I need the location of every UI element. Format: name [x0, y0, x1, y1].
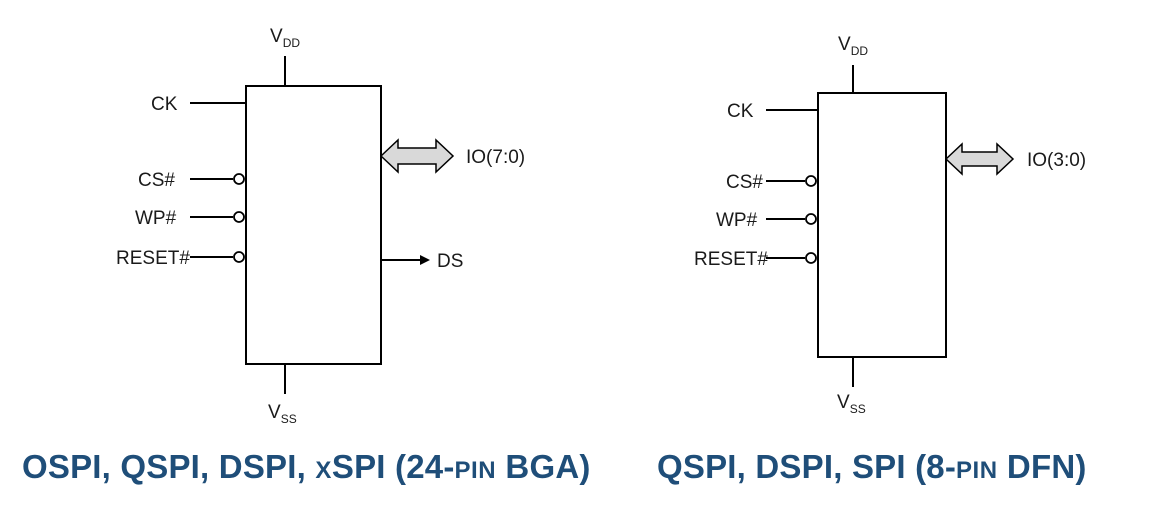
- left-chip-body: [245, 85, 382, 365]
- left-caption-smallcaps-x: X: [315, 457, 332, 484]
- left-io-label: IO(7:0): [466, 147, 525, 168]
- left-caption-part2: SPI (24-: [331, 448, 455, 485]
- right-ck-label: CK: [727, 101, 754, 122]
- left-caption: OSPI, QSPI, DSPI, XSPI (24-PIN BGA): [22, 448, 591, 486]
- right-caption: QSPI, DSPI, SPI (8-PIN DFN): [657, 448, 1087, 486]
- left-cs-inversion-bubble: [233, 173, 245, 185]
- left-vss-label: VSS: [268, 402, 297, 426]
- right-cs-inversion-bubble: [805, 175, 817, 187]
- left-ck-label: CK: [151, 94, 178, 115]
- left-cs-label: CS#: [138, 170, 175, 191]
- right-wp-label: WP#: [716, 210, 758, 231]
- left-reset-label: RESET#: [116, 248, 190, 269]
- right-wp-inversion-bubble: [805, 213, 817, 225]
- left-vdd-label: VDD: [270, 26, 300, 50]
- left-caption-smallcaps-pin: PIN: [454, 457, 497, 484]
- left-block: VDD VSS CK CS# WP# RESET# IO(7:0) DS: [116, 26, 525, 426]
- left-wp-label: WP#: [135, 208, 177, 229]
- right-vss-label: VSS: [837, 392, 866, 416]
- right-reset-inversion-bubble: [805, 252, 817, 264]
- right-io-bidirectional-arrow: [944, 142, 1015, 176]
- right-caption-smallcaps-pin: PIN: [956, 457, 998, 484]
- left-caption-part1: OSPI, QSPI, DSPI,: [22, 448, 316, 485]
- right-chip-body: [817, 92, 947, 358]
- left-ds-label: DS: [437, 251, 463, 272]
- left-caption-part3: BGA): [496, 448, 591, 485]
- right-vdd-label: VDD: [838, 34, 868, 58]
- right-block: VDD VSS CK CS# WP# RESET# IO(3:0): [694, 34, 1086, 416]
- right-caption-part2: DFN): [997, 448, 1087, 485]
- right-cs-label: CS#: [726, 172, 763, 193]
- left-ds-arrowhead: [420, 255, 430, 265]
- left-io-bidirectional-arrow: [379, 138, 455, 174]
- left-reset-inversion-bubble: [233, 251, 245, 263]
- right-io-label: IO(3:0): [1027, 150, 1086, 171]
- right-reset-label: RESET#: [694, 249, 768, 270]
- right-caption-part1: QSPI, DSPI, SPI (8-: [657, 448, 957, 485]
- left-wp-inversion-bubble: [233, 211, 245, 223]
